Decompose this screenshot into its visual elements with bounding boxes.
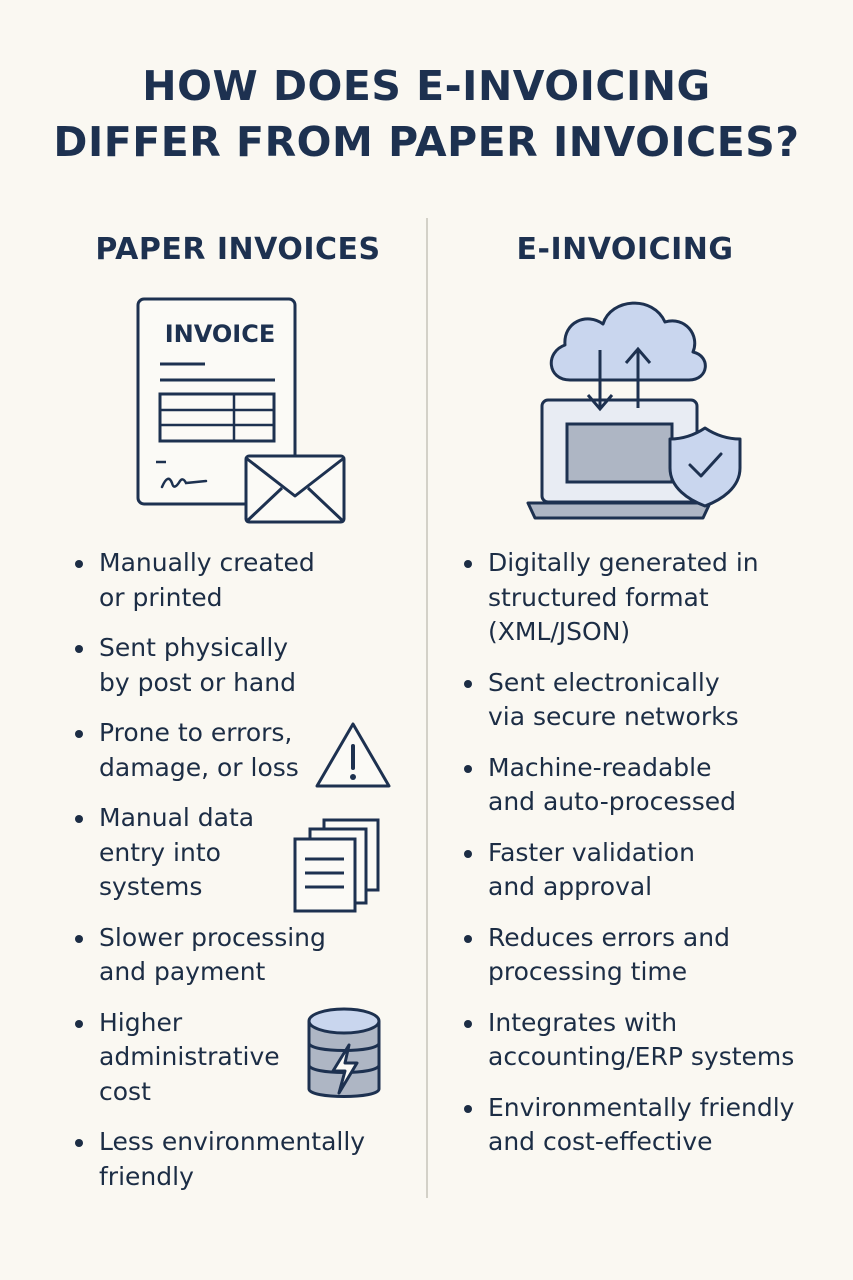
list-item: Higher administrative cost — [75, 1006, 405, 1110]
list-item-text: Reduces errors and — [488, 922, 730, 952]
page-title-line-2: DIFFER FROM PAPER INVOICES? — [53, 118, 800, 166]
list-item: Reduces errors and processing time — [464, 921, 834, 990]
list-item-text: Sent electronically — [488, 667, 720, 697]
list-item-text: and auto-processed — [488, 787, 737, 816]
list-item: Machine-readable and auto-processed — [464, 751, 834, 820]
list-item-text: and cost-effective — [488, 1127, 713, 1156]
list-item: Slower processing and payment — [75, 921, 405, 990]
list-item-text: structured format — [488, 582, 709, 612]
invoice-document-icon: INVOICE — [130, 292, 360, 532]
list-item-text: friendly — [99, 1161, 194, 1191]
paper-invoices-list: Manually created or printed Sent physica… — [75, 546, 405, 1194]
list-item-text: Higher — [99, 1007, 183, 1037]
list-item-text: Slower processing — [99, 922, 326, 952]
list-item-text: Integrates with — [488, 1007, 678, 1037]
paper-invoices-heading: PAPER INVOICES — [95, 232, 381, 267]
list-item-text: and payment — [99, 957, 266, 986]
list-item-text: or printed — [99, 582, 223, 612]
page-title-line-1: HOW DOES E-INVOICING — [142, 62, 711, 110]
list-item-text: by post or hand — [99, 667, 296, 697]
envelope-icon — [244, 454, 346, 524]
list-item-text: entry into — [99, 837, 221, 867]
list-item-text: accounting/ERP systems — [488, 1042, 795, 1071]
warning-icon — [313, 720, 393, 790]
list-item: Faster validation and approval — [464, 836, 834, 905]
list-item-text: (XML/JSON) — [488, 617, 631, 646]
list-item: Sent electronically via secure networks — [464, 666, 834, 735]
list-item: Less environmentally friendly — [75, 1125, 405, 1194]
list-item-text: Environmentally friendly — [488, 1092, 795, 1122]
list-item-text: Prone to errors, — [99, 718, 293, 747]
e-invoicing-heading: E-INVOICING — [516, 232, 734, 267]
list-item: Integrates with accounting/ERP systems — [464, 1006, 834, 1075]
list-item-text: Digitally generated in — [488, 548, 759, 577]
shield-check-icon — [668, 426, 742, 508]
column-divider — [426, 218, 428, 1198]
database-lightning-icon — [305, 1005, 383, 1107]
list-item: Manually created or printed — [75, 546, 405, 615]
list-item: Environmentally friendly and cost-effect… — [464, 1091, 834, 1160]
cloud-sync-icon — [525, 290, 750, 525]
list-item-text: Machine-readable — [488, 752, 712, 782]
list-item-text: administrative — [99, 1042, 280, 1071]
list-item-text: and approval — [488, 872, 653, 901]
list-item-text: cost — [99, 1076, 151, 1106]
list-item-text: damage, or loss — [99, 752, 299, 782]
list-item-text: Manual data — [99, 803, 255, 832]
list-item: Digitally generated in structured format… — [464, 546, 834, 650]
list-item: Sent physically by post or hand — [75, 631, 405, 700]
list-item-text: systems — [99, 872, 203, 901]
invoice-document-label: INVOICE — [165, 320, 276, 348]
stacked-documents-icon — [292, 817, 382, 915]
page-title: HOW DOES E-INVOICING DIFFER FROM PAPER I… — [0, 58, 853, 170]
list-item-text: via secure networks — [488, 702, 739, 731]
list-item-text: Faster validation — [488, 837, 695, 867]
list-item-text: processing time — [488, 957, 688, 986]
list-item-text: Manually created — [99, 548, 315, 577]
list-item: Prone to errors, damage, or loss — [75, 716, 405, 785]
list-item-text: Less environmentally — [99, 1127, 366, 1156]
list-item: Manual data entry into systems — [75, 801, 405, 905]
list-item-text: Sent physically — [99, 633, 289, 662]
e-invoicing-list: Digitally generated in structured format… — [464, 546, 834, 1176]
